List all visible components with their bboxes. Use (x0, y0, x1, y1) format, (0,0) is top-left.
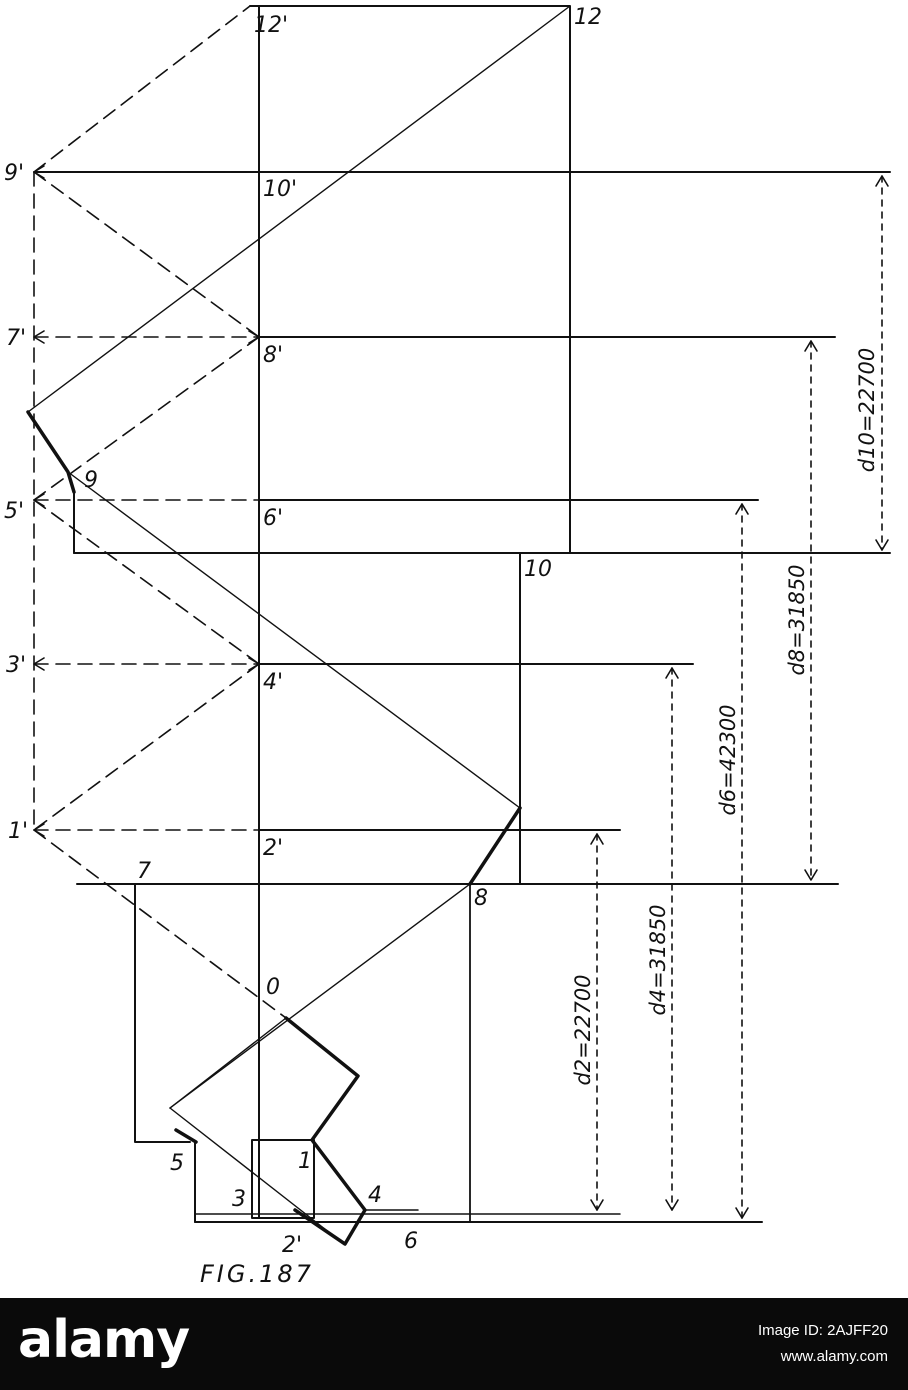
diagonal-0-5 (169, 1017, 287, 1109)
bold-edge-0 (284, 1016, 367, 1246)
arrow-1p (33, 823, 45, 837)
arrow-d4-bottom (665, 1199, 679, 1211)
outline-top-rectangle (249, 5, 571, 554)
dash-1p-0 (33, 829, 287, 1019)
label-2p-bottom: 2' (282, 1233, 302, 1258)
label-1p: 1' (8, 819, 28, 844)
arrow-d2-bottom (590, 1199, 604, 1211)
arrow-d4-top (665, 667, 679, 679)
arrow-d2-top (590, 833, 604, 845)
arrow-5p (33, 493, 45, 507)
dim-label-d6: d6=42300 (716, 704, 740, 815)
diagonal-8-0 (169, 883, 471, 1109)
label-8p: 8' (263, 343, 283, 368)
dash-5p-4p (33, 499, 260, 665)
image-id-text: Image ID: 2AJFF20 (757, 1322, 888, 1339)
label-10: 10 (524, 557, 552, 582)
lower-step-outline (76, 883, 191, 1143)
bold-edge-8 (468, 806, 522, 886)
arrow-9p (33, 165, 45, 179)
alamy-logo: alamy (18, 1310, 190, 1370)
dim-label-d2: d2=22700 (571, 974, 595, 1085)
arrow-8p (248, 330, 260, 344)
label-7p: 7' (6, 326, 26, 351)
label-7: 7 (137, 859, 151, 884)
diagonal-12-9 (27, 5, 571, 413)
diagonal-5-2 (169, 1107, 345, 1245)
diagonal-9-10 (67, 471, 521, 809)
dim-label-d4: d4=31850 (646, 904, 670, 1015)
arrow-4p (248, 657, 260, 671)
label-8: 8 (474, 886, 488, 911)
label-0: 0 (266, 975, 280, 1000)
arrow-d10-bottom (875, 539, 889, 551)
dim-label-d8: d8=31850 (785, 564, 809, 675)
label-12: 12 (574, 5, 602, 30)
label-5p: 5' (4, 499, 24, 524)
label-4: 4 (368, 1183, 382, 1208)
dash-8p-5p (33, 336, 260, 501)
label-4p: 4' (263, 670, 283, 695)
label-1: 1 (298, 1149, 312, 1174)
arrow-d8-top (804, 340, 818, 352)
label-3: 3 (232, 1187, 246, 1212)
figure-caption: FIG.187 (200, 1260, 314, 1288)
arrow-d6-bottom (735, 1207, 749, 1219)
bold-edge-5 (174, 1128, 198, 1144)
arrow-7p (33, 330, 45, 344)
dash-9p-8p (33, 171, 260, 338)
label-3p: 3' (6, 653, 26, 678)
figure-187-drawing: 12' 12 9' 10' 7' 8' 9 5' 6' 10 3' 4' 1' … (4, 5, 891, 1288)
arrow-3p (33, 657, 45, 671)
square-1 (251, 1139, 315, 1219)
label-10p: 10' (263, 177, 297, 202)
label-9: 9 (84, 468, 98, 493)
image-id-block: Image ID: 2AJFF20 www.alamy.com (758, 1318, 888, 1370)
label-2p: 2' (263, 836, 283, 861)
dash-4p-1p (33, 663, 260, 831)
label-12p: 12' (254, 13, 288, 38)
watermark-banner: alamy Image ID: 2AJFF20 www.alamy.com (0, 1298, 908, 1390)
arrow-d8-bottom (804, 869, 818, 881)
dim-label-d10: d10=22700 (855, 348, 879, 472)
bold-edge-upper (26, 410, 76, 494)
dash-9p-12p (33, 5, 251, 173)
label-6: 6 (404, 1229, 418, 1254)
label-9p: 9' (4, 161, 24, 186)
arrow-d10-top (875, 175, 889, 187)
arrow-d6-top (735, 503, 749, 515)
label-5: 5 (170, 1151, 184, 1176)
site-url-text: www.alamy.com (780, 1348, 888, 1365)
label-6p: 6' (263, 506, 283, 531)
